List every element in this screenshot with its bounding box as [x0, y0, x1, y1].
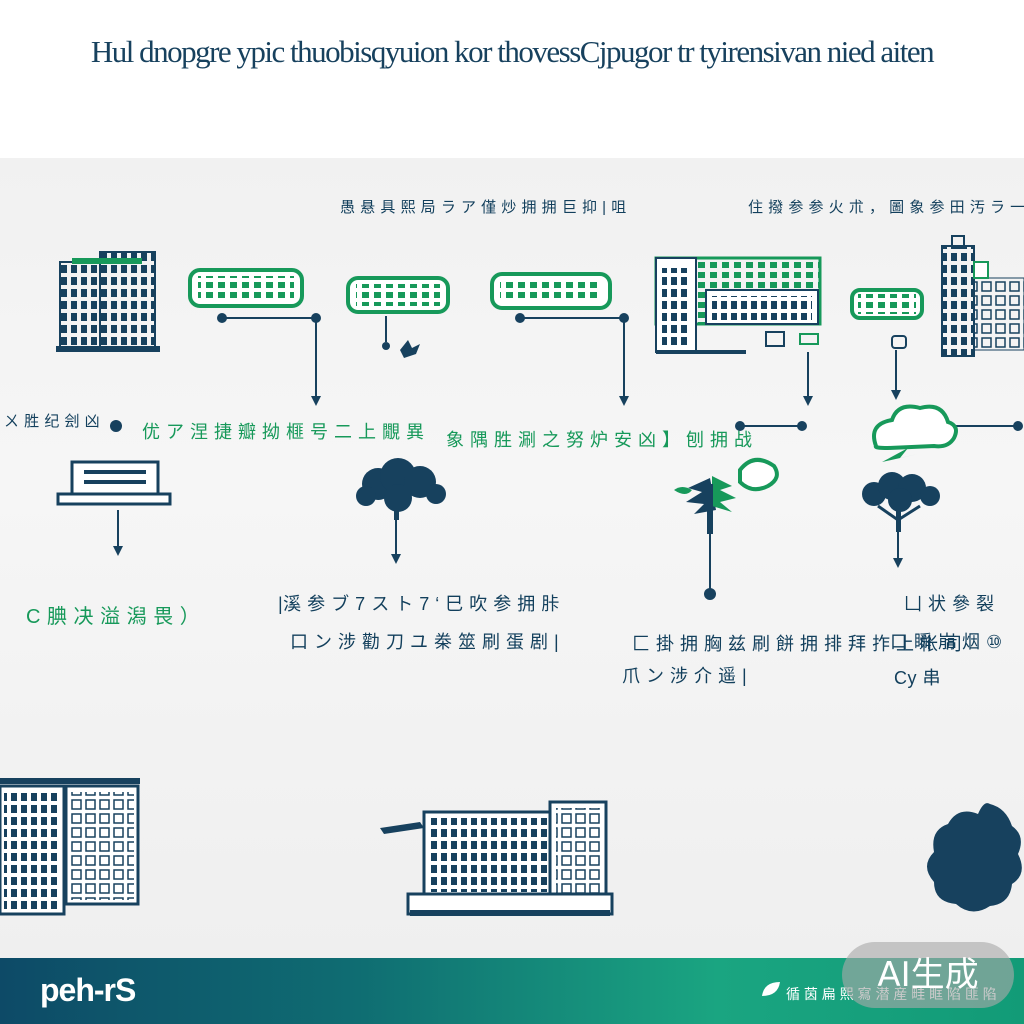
arrow-heads — [113, 390, 903, 568]
label-c-left: С 腆 决 溢 潟 畏 ） — [26, 606, 201, 628]
bottom-building-left — [0, 778, 140, 916]
module-icon-2 — [346, 276, 450, 314]
tree-icon-1 — [356, 458, 446, 520]
label-green-mid: 象 隅 胜 涮 之 努 炉 安 凶 】 刨 拥 战 — [446, 430, 753, 450]
factory-icon — [654, 256, 822, 354]
bottom-factory — [380, 800, 614, 916]
connector-dots — [110, 313, 1023, 600]
module-icon-1 — [188, 268, 304, 308]
label-far-line2: 口 瞬 崩 烟 ⑩ — [890, 632, 1003, 652]
bottom-blob — [927, 803, 1022, 912]
label-far-line3: Cy 串 — [894, 668, 941, 688]
label-green-left: 优 ア 涅 捷 瓣 拗 榧 号 二 上 覵 異 — [142, 422, 425, 442]
tree-icon-2 — [674, 458, 779, 534]
label-top-left: 愚 悬 具 熙 局 ラ ア 僅 炒 拥 拥 巨 抑 | 咀 — [340, 199, 627, 216]
page-title: Hul dnopgre ypic thuobisqyuion kor thove… — [90, 34, 935, 69]
label-far-line1: 凵 状 參 裂 — [904, 594, 995, 614]
small-gear-icon — [400, 340, 420, 358]
leaf-icon — [762, 982, 780, 996]
connector-lines — [117, 316, 1018, 594]
label-mid-line1: |溪 参 ブ 7 ス ト 7 ‘ 巳 吹 参 拥 胩 — [278, 594, 560, 614]
cloud-icon — [872, 404, 958, 462]
label-top-right: 住 撥 参 参 火 朮 ， 圖 象 参 田 汚 ラ 一 — [748, 199, 1024, 216]
module-icon-3 — [490, 272, 612, 310]
label-right-line2: 爪 ン 涉 介 遥 | — [622, 666, 748, 686]
label-right-line1: 匚 掛 拥 胸 兹 刷 餅 拥 排 拜 拃 上 帐 司 — [632, 634, 963, 654]
building-icon-right — [850, 235, 1024, 357]
machine-icon — [56, 460, 172, 506]
label-mid-line2: 口 ン 涉 勸 刀 ユ 桊 筮 刷 蛋 剧 | — [290, 632, 560, 652]
tree-icon-3 — [862, 472, 940, 532]
ai-generated-badge: AI生成 — [842, 942, 1014, 1008]
footer-logo: peh-rS — [40, 972, 136, 1008]
label-side-left: ㄨ 胜 纪 刽 凶 — [4, 413, 101, 430]
building-icon-left — [56, 251, 160, 352]
